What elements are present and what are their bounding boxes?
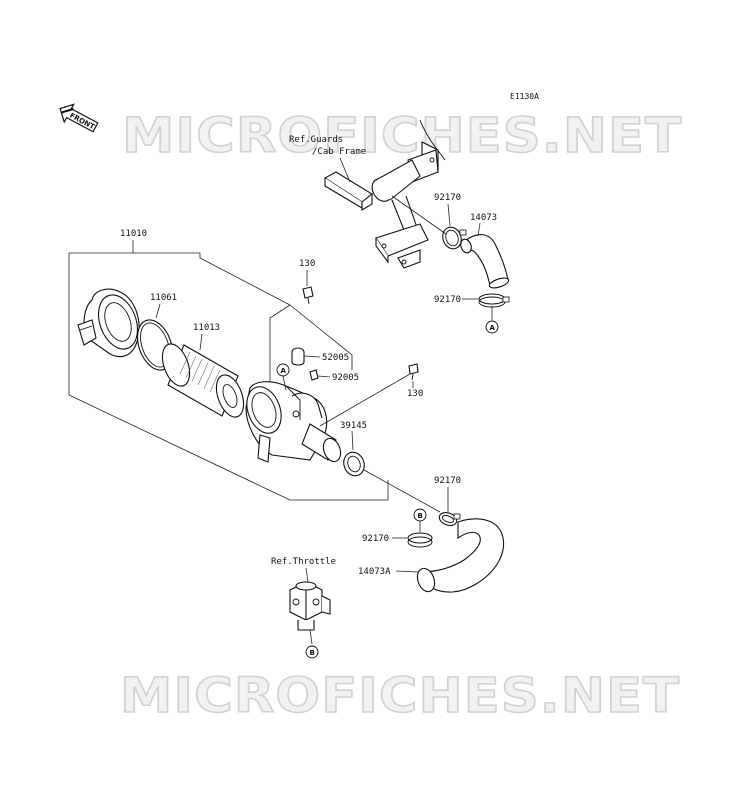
clamp-92170-b-left <box>407 532 433 548</box>
part-11010-label: 11010 <box>120 229 147 239</box>
connector-b-clamp-label: B <box>418 512 423 520</box>
connector-b-throttle-label: B <box>310 649 315 657</box>
clamp-92170-lower <box>478 293 510 308</box>
air-cleaner-housing <box>245 381 342 463</box>
part-11013-label: 11013 <box>193 323 220 333</box>
hose-14073 <box>460 234 510 289</box>
part-39145-label: 39145 <box>340 421 367 431</box>
connector-b-throttle <box>305 645 319 659</box>
part-92170-b-right-label: 92170 <box>434 476 461 486</box>
front-arrow-icon: FRONT <box>59 103 99 133</box>
part-92170-lower-label: 92170 <box>434 295 461 305</box>
air-cleaner-cover <box>77 288 140 358</box>
clamp-92170-top <box>442 226 467 250</box>
plug-92005 <box>309 369 319 381</box>
part-52005-label: 52005 <box>322 353 349 363</box>
cap-52005 <box>291 347 305 366</box>
bolt-130-upper <box>302 286 314 305</box>
part-92170-b-left-label: 92170 <box>362 534 389 544</box>
watermark-top: MICROFICHES.NET <box>122 108 682 164</box>
diagram-code: E1130A <box>510 92 539 101</box>
cab-frame-bracket <box>323 119 446 269</box>
connector-a-top-label: A <box>490 324 496 332</box>
ref-throttle-label: Ref.Throttle <box>271 557 336 567</box>
bolt-130-right <box>408 363 419 381</box>
throttle-body <box>289 581 331 631</box>
part-130-right-label: 130 <box>407 389 423 399</box>
part-130-upper-label: 130 <box>299 259 315 269</box>
clamp-92170-b-right <box>438 512 461 526</box>
hose-14073a <box>416 518 504 593</box>
part-11061-label: 11061 <box>150 293 177 303</box>
watermark-bottom: MICROFICHES.NET <box>120 668 680 724</box>
assembly-11010-frame <box>68 252 389 501</box>
part-14073a-label: 14073A <box>358 567 391 577</box>
connector-a-housing-label: A <box>281 367 287 375</box>
part-14073-label: 14073 <box>470 213 497 223</box>
seal-39145 <box>343 451 365 477</box>
ref-guards-label-2: /Cab Frame <box>312 147 366 157</box>
part-92170-top-label: 92170 <box>434 193 461 203</box>
connector-a-top <box>485 320 499 334</box>
ref-guards-label-1: Ref.Guards <box>289 135 343 145</box>
part-92005-label: 92005 <box>332 373 359 383</box>
filter-element-11013 <box>161 343 245 418</box>
